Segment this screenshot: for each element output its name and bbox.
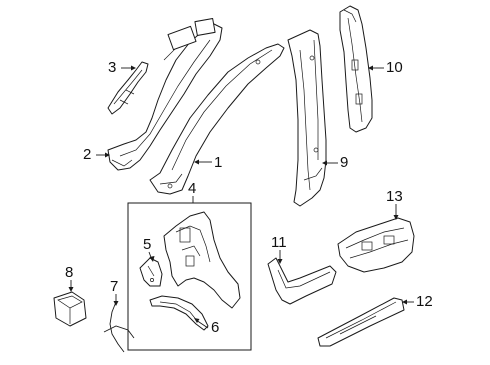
callout-4: 4 <box>188 180 197 197</box>
callout-8: 8 <box>65 264 74 281</box>
part-5-bracket <box>139 257 163 287</box>
callout-9: 9 <box>340 154 349 171</box>
part-8-sensor <box>53 291 87 327</box>
part-11-rocker-front <box>267 257 337 305</box>
leader-lines <box>68 65 414 329</box>
callout-3: 3 <box>108 59 117 76</box>
callout-10: 10 <box>386 59 403 76</box>
part-7-strip <box>103 301 135 353</box>
callout-13: 13 <box>386 188 403 205</box>
part-9-b-pillar-panel <box>287 29 327 207</box>
callout-2: 2 <box>83 146 92 163</box>
part-13-rear-floor <box>337 217 415 273</box>
part-6-arch-liner <box>149 295 209 331</box>
callout-1: 1 <box>214 154 223 171</box>
callout-12: 12 <box>416 293 433 310</box>
part-12-rocker-sill <box>317 297 405 347</box>
part-4-wheelhouse-panel <box>163 211 241 309</box>
callout-5: 5 <box>143 236 152 253</box>
callout-11: 11 <box>271 234 287 251</box>
part-2-pillar-lower-bracket <box>107 18 223 171</box>
part-3-small-bracket <box>107 61 149 115</box>
part-4-group-box <box>127 196 252 351</box>
part-10-rear-pillar <box>339 5 373 133</box>
callout-7: 7 <box>110 278 119 295</box>
part-1-a-pillar-reinforcement <box>149 43 285 195</box>
callout-6: 6 <box>211 319 220 336</box>
